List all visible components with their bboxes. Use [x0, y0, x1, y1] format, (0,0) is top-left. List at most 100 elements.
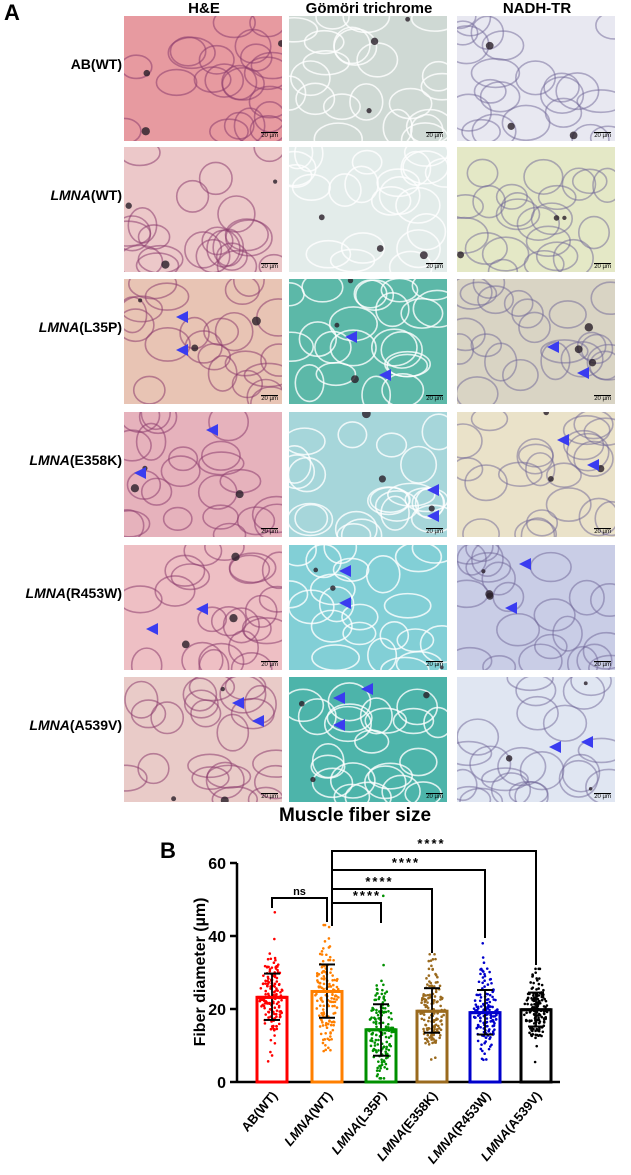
data-point — [372, 1021, 376, 1024]
data-point — [488, 1045, 492, 1048]
data-point — [385, 1067, 389, 1071]
data-point — [439, 1028, 443, 1032]
data-point — [483, 1041, 486, 1045]
data-point — [426, 1033, 430, 1037]
data-point — [382, 997, 386, 1000]
data-point — [385, 1047, 388, 1051]
data-point — [420, 1001, 423, 1005]
arrowhead-icon — [379, 369, 391, 381]
micrograph: 20 µm — [289, 412, 447, 537]
data-point — [543, 997, 547, 1001]
data-point — [327, 985, 330, 988]
data-point — [387, 1010, 390, 1013]
data-point — [434, 972, 437, 976]
data-point — [439, 998, 442, 1001]
data-point — [433, 1027, 436, 1031]
scale-bar: 20 µm — [426, 132, 443, 139]
data-point — [492, 998, 496, 1001]
data-point — [436, 975, 439, 979]
data-point — [376, 1043, 380, 1046]
data-point — [542, 1012, 546, 1016]
data-point — [327, 925, 331, 929]
data-point — [335, 1006, 339, 1009]
data-point — [433, 952, 436, 956]
data-point — [376, 1066, 379, 1070]
data-point — [492, 1015, 495, 1018]
data-point — [263, 1022, 267, 1025]
data-point — [389, 1044, 393, 1048]
micrograph: 20 µm — [124, 412, 282, 537]
data-point — [330, 996, 333, 1000]
data-point — [375, 1074, 379, 1078]
genotype: (L35P) — [79, 319, 122, 335]
data-point — [384, 1052, 388, 1055]
data-point — [331, 1028, 335, 1032]
column-header-gomori: Gömöri trichrome — [305, 0, 433, 17]
data-point — [432, 1019, 436, 1023]
data-point — [322, 982, 326, 986]
data-point — [318, 1004, 322, 1007]
data-point — [531, 975, 534, 978]
data-point — [530, 1034, 534, 1038]
data-point — [275, 1009, 279, 1012]
data-point — [428, 1036, 431, 1039]
data-point — [479, 968, 482, 971]
tissue-texture — [124, 147, 282, 272]
data-point — [479, 1047, 483, 1051]
data-point — [321, 1021, 324, 1024]
data-point — [481, 942, 485, 945]
data-point — [374, 998, 378, 1002]
tissue-texture — [457, 279, 615, 404]
data-point — [434, 1056, 437, 1060]
micrograph: 20 µm — [289, 147, 447, 272]
data-point — [478, 1016, 482, 1019]
scale-bar: 20 µm — [594, 132, 611, 139]
data-point — [276, 963, 280, 966]
data-point — [420, 1012, 424, 1015]
data-point — [534, 1033, 538, 1037]
data-point — [315, 974, 319, 978]
data-point — [472, 1007, 476, 1010]
tissue-texture — [289, 279, 447, 404]
arrowhead-icon — [345, 331, 357, 343]
data-point — [262, 982, 265, 985]
data-point — [435, 1027, 439, 1031]
data-point — [492, 1024, 496, 1027]
data-point — [377, 1060, 380, 1063]
data-point — [333, 1004, 336, 1008]
data-point — [483, 979, 486, 983]
x-tick-label: LMNA(WT) — [281, 1088, 335, 1149]
micrograph: 20 µm — [457, 16, 615, 141]
data-point — [436, 1000, 439, 1003]
data-point — [371, 1007, 375, 1010]
arrowhead-icon — [427, 484, 439, 496]
data-point — [318, 1025, 322, 1028]
data-point — [428, 952, 432, 956]
scale-bar: 20 µm — [426, 661, 443, 668]
data-point — [329, 967, 333, 971]
data-point — [476, 1039, 480, 1043]
data-point — [441, 996, 444, 1000]
data-point — [322, 1011, 325, 1014]
gene-name: LMNA — [25, 585, 66, 601]
data-point — [380, 979, 383, 983]
data-point — [381, 988, 384, 992]
data-point — [483, 1052, 486, 1056]
data-point — [269, 1027, 273, 1031]
data-point — [275, 980, 279, 983]
scale-bar: 20 µm — [594, 661, 611, 668]
data-point — [375, 1069, 379, 1072]
data-point — [481, 1049, 484, 1053]
data-point — [273, 937, 276, 941]
data-point — [540, 1034, 543, 1038]
data-point — [431, 958, 435, 961]
data-point — [528, 1031, 531, 1035]
data-point — [380, 1058, 383, 1061]
data-point — [389, 1011, 393, 1015]
row-label: LMNA(E358K) — [0, 452, 122, 468]
data-point — [264, 982, 268, 985]
data-point — [390, 1017, 393, 1021]
micrograph: 20 µm — [289, 279, 447, 404]
data-point — [330, 1000, 333, 1004]
